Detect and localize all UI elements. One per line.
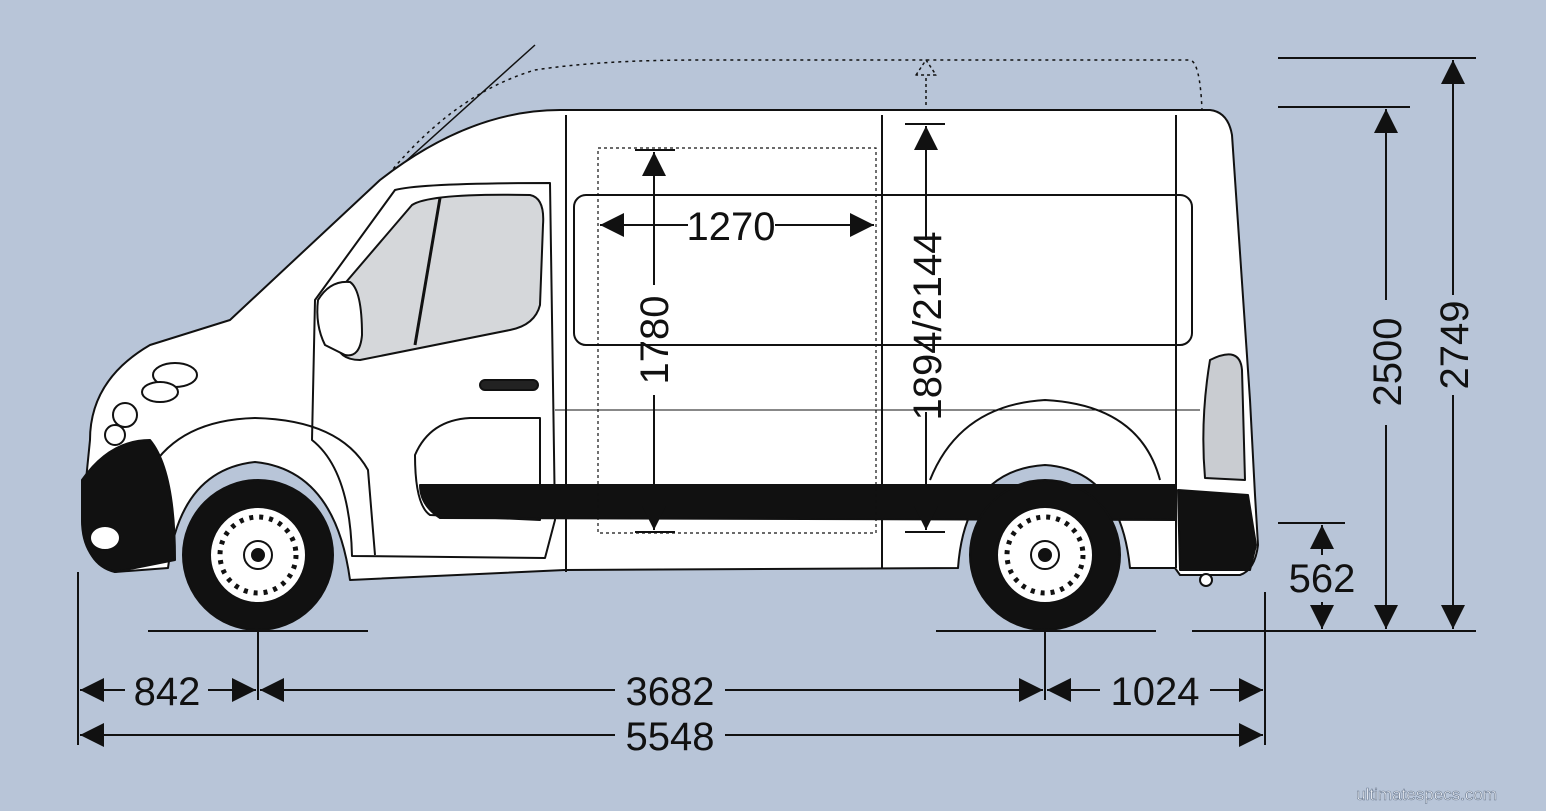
label-wheelbase: 3682 <box>626 670 715 714</box>
label-rear-overhang: 1024 <box>1111 670 1200 714</box>
cargo-side-panel <box>573 194 1193 346</box>
label-front-overhang: 842 <box>134 670 201 714</box>
side-door-opening <box>597 147 877 534</box>
label-cargo-length: 1270 <box>687 205 776 249</box>
label-side-door-height: 1780 <box>633 296 677 385</box>
rear-wheel-arch <box>929 399 1161 481</box>
headlight-round <box>112 402 138 428</box>
rear-wheel <box>969 479 1121 631</box>
cab-window <box>334 193 545 361</box>
van-illustration <box>81 44 1259 631</box>
watermark-text: ultimatespecs.com <box>1356 785 1497 804</box>
fog-light <box>89 525 121 551</box>
label-overall-length: 5548 <box>626 715 715 759</box>
front-wheel-arch <box>149 417 376 556</box>
label-load-sill-height: 562 <box>1289 557 1356 601</box>
dimension-lines <box>77 57 1476 747</box>
label-overall-height: 2500 <box>1366 318 1410 407</box>
rear-light <box>1202 353 1246 481</box>
side-mirror <box>316 280 363 357</box>
door-handle <box>479 379 539 391</box>
front-wheel <box>182 479 334 631</box>
label-cargo-height: 1894/2144 <box>906 231 950 420</box>
rear-bumper <box>1177 489 1257 571</box>
label-overall-height-high-roof: 2749 <box>1433 301 1477 390</box>
